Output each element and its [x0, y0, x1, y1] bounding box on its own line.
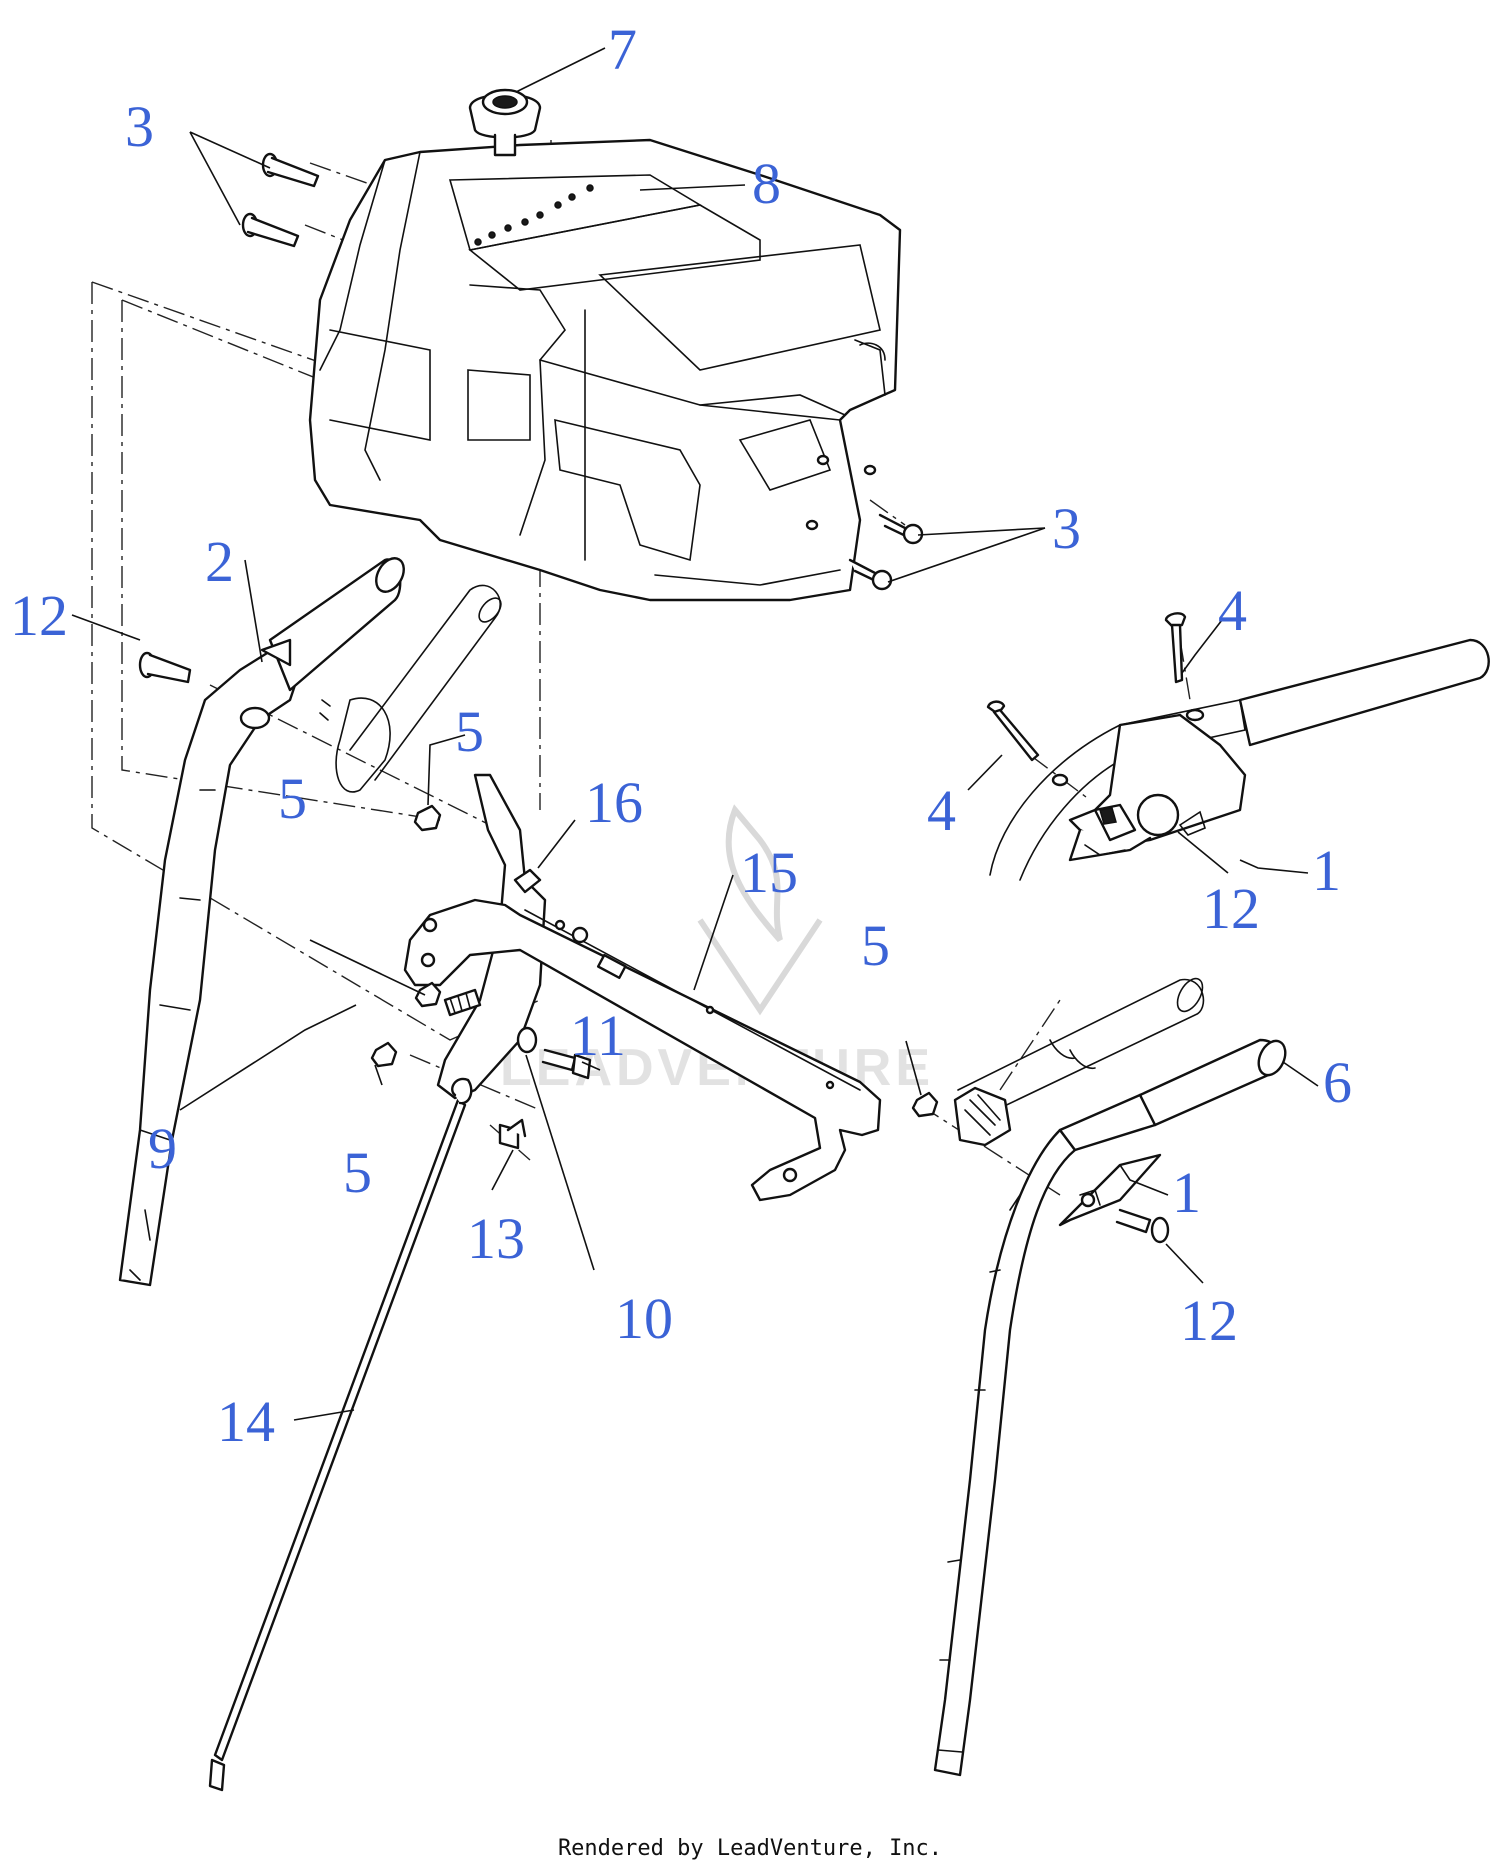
screw-upper-1 [261, 152, 320, 188]
nut-mid [414, 981, 442, 1008]
nut-right [911, 1091, 939, 1118]
footer-credit: Rendered by LeadVenture, Inc. [557, 1836, 943, 1861]
callout-5-right: 5 [861, 913, 890, 978]
leader-lines [71, 47, 1319, 1421]
pin-left [138, 651, 192, 684]
callout-3-top: 3 [125, 94, 154, 159]
callout-10: 10 [615, 1286, 673, 1351]
callout-12-upper-right: 12 [1202, 876, 1260, 941]
upper-right-handle [989, 638, 1490, 881]
bolt-13 [498, 1118, 527, 1150]
callout-5-upper: 5 [455, 699, 484, 764]
screw-side-2 [848, 558, 893, 591]
pin-right-lower [1115, 1208, 1170, 1244]
callout-11: 11 [570, 1003, 626, 1068]
nut-left-lower [370, 1041, 398, 1068]
nut-upper [413, 804, 442, 832]
callout-6: 6 [1323, 1050, 1352, 1115]
control-rod [208, 1077, 473, 1792]
callout-1-lower: 1 [1172, 1160, 1201, 1225]
callout-3-right: 3 [1052, 496, 1081, 561]
screw-side-1 [878, 513, 924, 545]
callout-13: 13 [467, 1206, 525, 1271]
callout-12-lower-right: 12 [1180, 1288, 1238, 1353]
callout-9: 9 [148, 1116, 177, 1181]
callout-12-left: 12 [10, 583, 68, 648]
callout-labels: 7 3 8 3 2 12 5 16 15 4 4 1 12 5 11 6 9 5… [10, 17, 1352, 1454]
control-bracket [403, 773, 882, 1202]
callout-7: 7 [608, 17, 637, 82]
callout-14: 14 [217, 1389, 275, 1454]
speed-knob [468, 88, 542, 157]
callout-15: 15 [740, 840, 798, 905]
pin-4-upper [1164, 612, 1187, 684]
bolt-11 [541, 1048, 592, 1080]
pin-4-lower [986, 700, 1040, 762]
washer [516, 1026, 538, 1054]
callout-4-lower: 4 [927, 778, 956, 843]
callout-8: 8 [752, 151, 781, 216]
callout-1-upper: 1 [1312, 838, 1341, 903]
callout-4-upper: 4 [1218, 578, 1247, 643]
left-handle [118, 557, 405, 1287]
callout-2: 2 [205, 529, 234, 594]
lower-right-handle [933, 977, 1287, 1777]
dash-panel [308, 138, 902, 602]
callout-5-left: 5 [278, 766, 307, 831]
screw-upper-2 [241, 212, 300, 248]
handle-grip-ghost [319, 584, 502, 793]
callout-5-lower: 5 [343, 1140, 372, 1205]
callout-16: 16 [585, 770, 643, 835]
